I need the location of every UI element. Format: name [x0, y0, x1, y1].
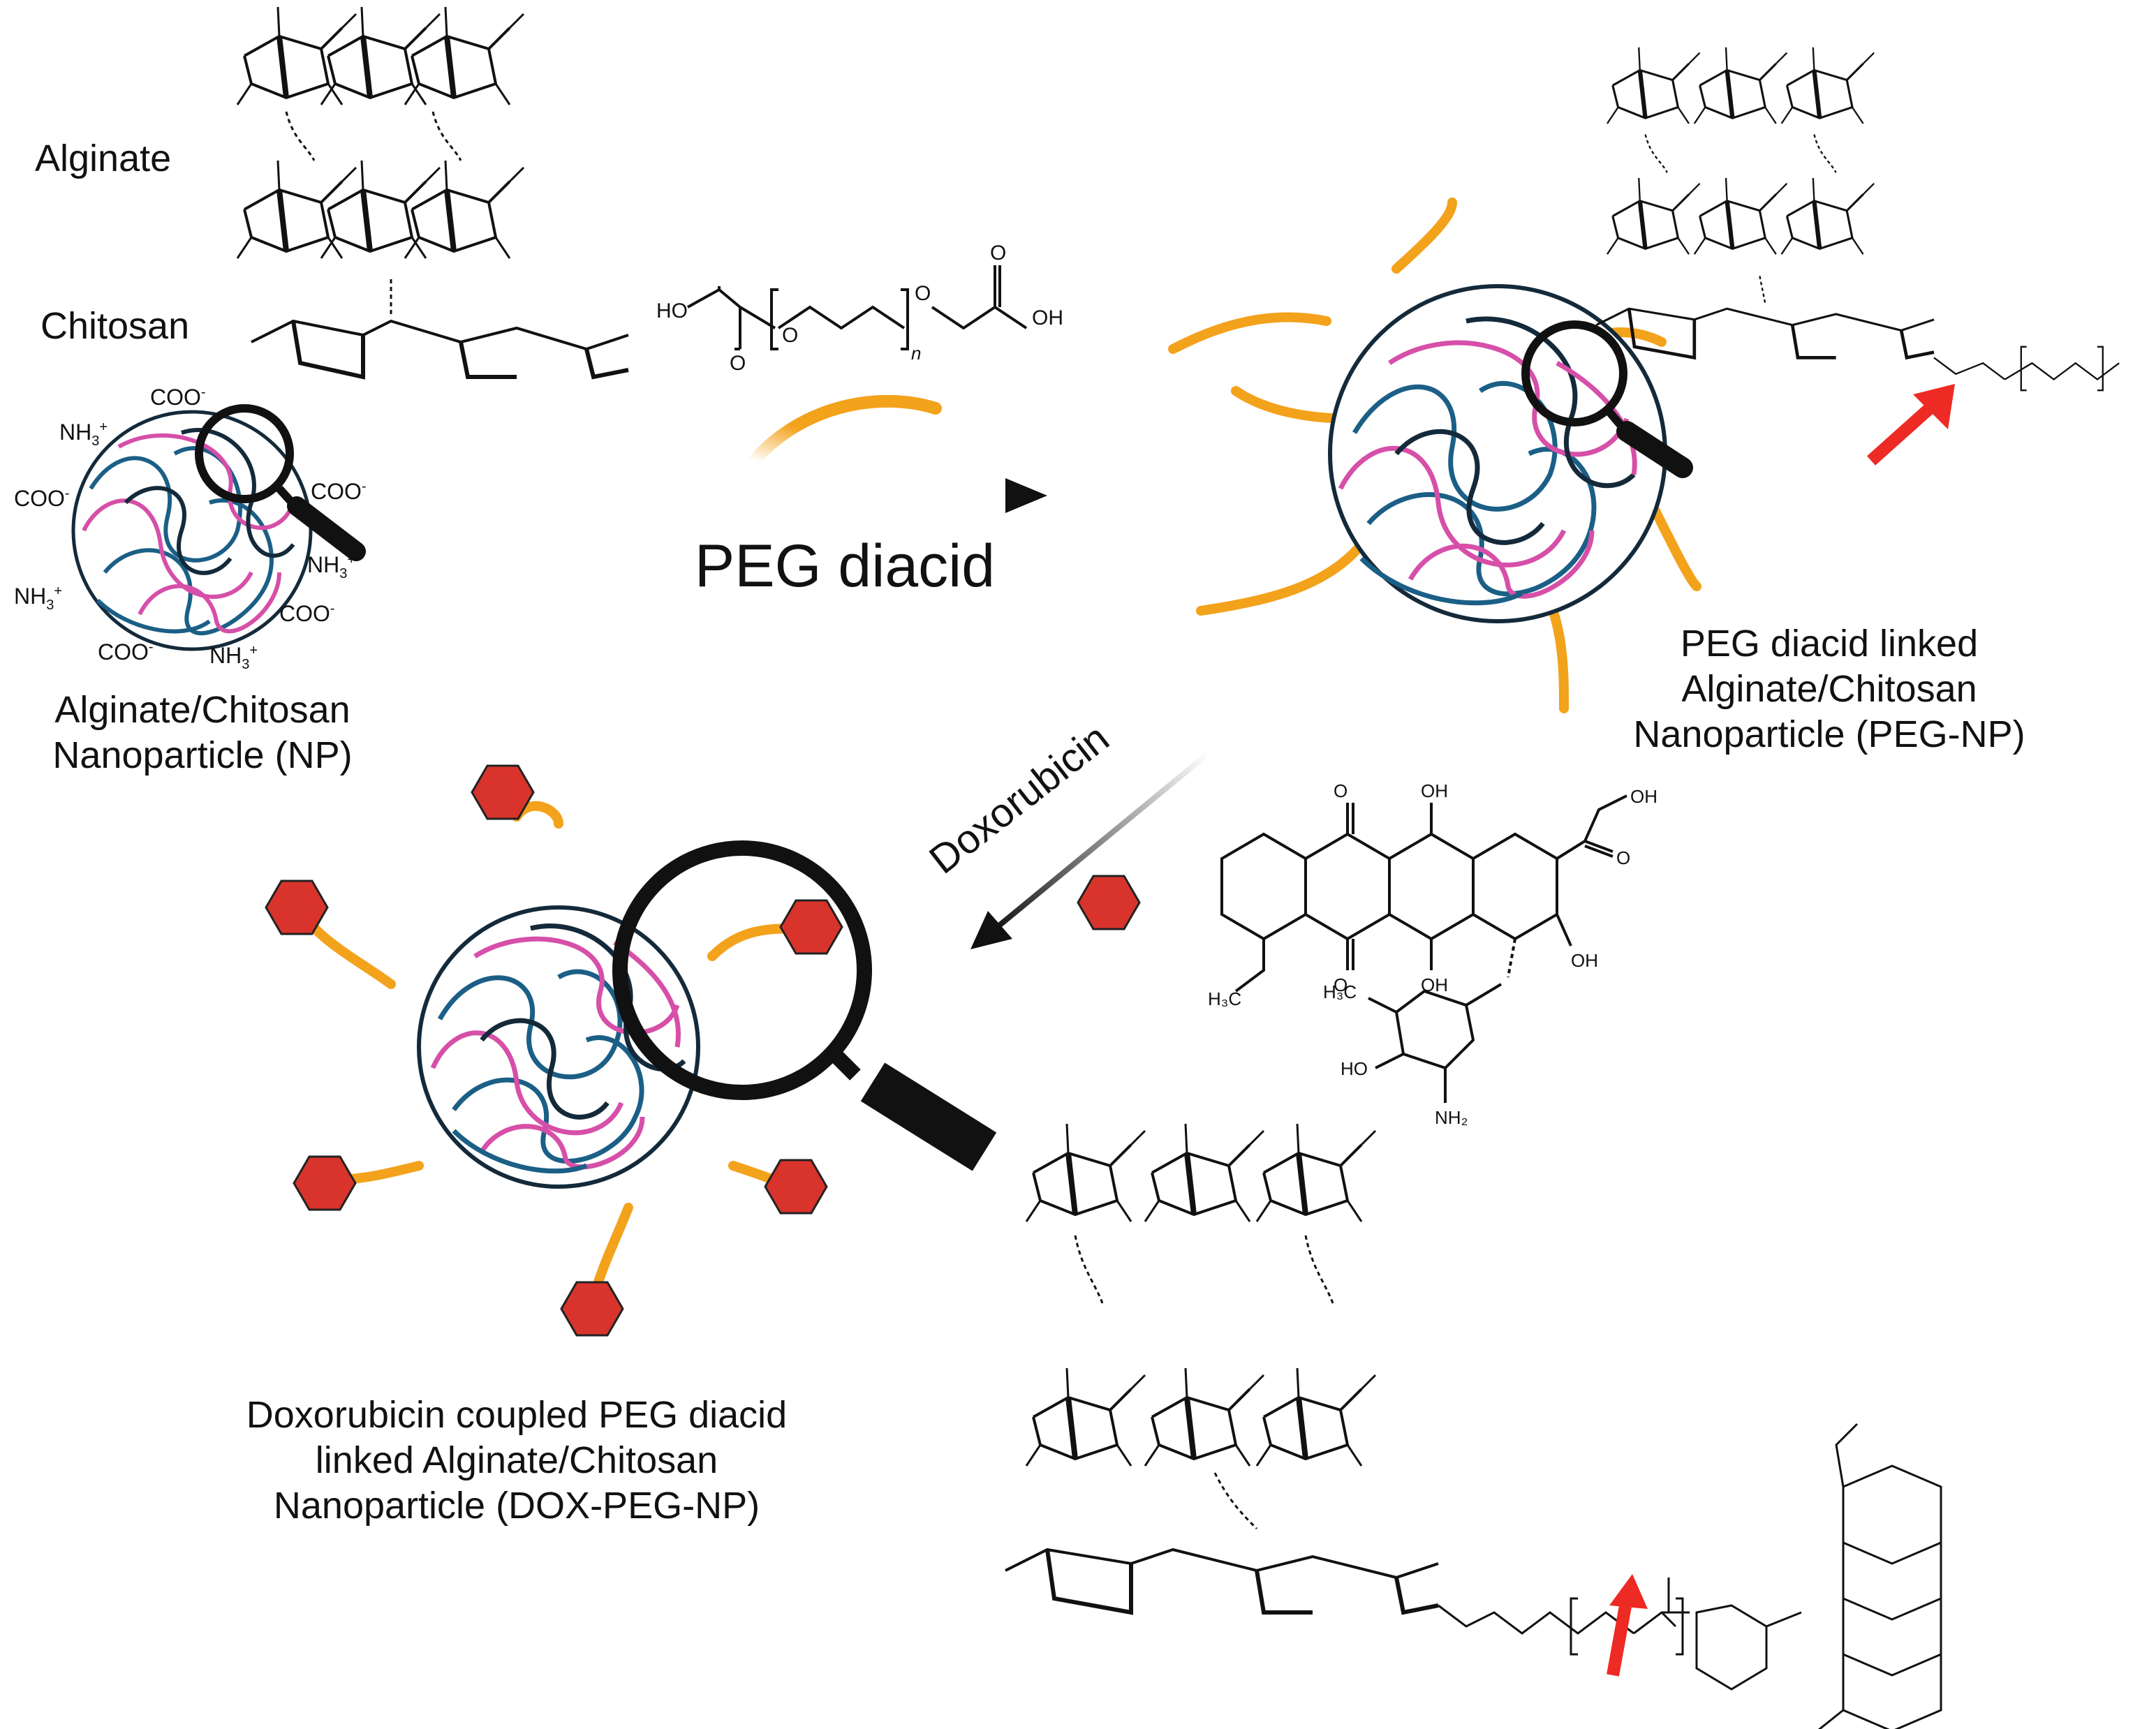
svg-text:O: O	[1616, 847, 1630, 868]
np-label-line1: Alginate/Chitosan	[54, 689, 350, 731]
dox-peg-np-label: Doxorubicin coupled PEG diacid linked Al…	[209, 1393, 824, 1528]
dox-peg-structure	[1005, 1124, 1942, 1729]
dox-peg-np-label-line1: Doxorubicin coupled PEG diacid	[246, 1394, 788, 1436]
svg-text:OH: OH	[1421, 974, 1448, 995]
peg-np-label-line2: Alginate/Chitosan	[1681, 667, 1977, 710]
svg-text:OH: OH	[1032, 306, 1063, 329]
svg-text:NH3+: NH3+	[209, 643, 258, 672]
peg-diacid-step-label: PEG diacid	[694, 533, 996, 600]
dox-peg-np-label-line2: linked Alginate/Chitosan	[315, 1439, 718, 1481]
svg-text:HO: HO	[1341, 1058, 1368, 1079]
dox-peg-nanoparticle	[265, 764, 997, 1337]
svg-text:HO: HO	[656, 299, 688, 322]
nanoparticle-np	[71, 404, 366, 651]
red-arrow-amide-peg	[1866, 384, 1955, 466]
alginate-label: Alginate	[35, 138, 172, 179]
doxorubicin-icon-small	[1077, 875, 1141, 930]
svg-text:O: O	[915, 282, 931, 305]
svg-text:COO-: COO-	[311, 479, 367, 504]
reaction-arrow-doxorubicin	[970, 751, 1210, 949]
peg-nanoparticle	[1168, 198, 1701, 713]
peg-linked-structure	[1595, 47, 2120, 392]
svg-text:OH: OH	[1630, 786, 1657, 807]
np-label-line2: Nanoparticle (NP)	[52, 734, 353, 776]
svg-text:COO-: COO-	[98, 639, 154, 665]
peg-chain-icon	[748, 394, 942, 467]
svg-text:NH3+: NH3+	[307, 552, 355, 581]
svg-text:COO-: COO-	[279, 601, 335, 626]
svg-text:OH: OH	[1421, 780, 1448, 801]
svg-text:H₃C: H₃C	[1323, 981, 1357, 1002]
dox-peg-np-label-line3: Nanoparticle (DOX-PEG-NP)	[273, 1484, 760, 1527]
svg-text:n: n	[911, 343, 921, 364]
red-arrow-amide-dox	[1607, 1574, 1648, 1677]
svg-text:COO-: COO-	[150, 385, 206, 410]
svg-text:O: O	[782, 324, 798, 347]
chitosan-label: Chitosan	[40, 305, 190, 347]
peg-np-label-line3: Nanoparticle (PEG-NP)	[1633, 713, 2025, 755]
svg-text:NH₂: NH₂	[1435, 1107, 1468, 1128]
peg-diacid-formula: HO O O O O OH n	[656, 242, 1063, 375]
svg-text:COO-: COO-	[14, 486, 70, 511]
peg-np-label: PEG diacid linked Alginate/Chitosan Nano…	[1578, 621, 2081, 757]
svg-text:NH3+: NH3+	[14, 584, 62, 613]
svg-text:O: O	[990, 242, 1006, 265]
np-label: Alginate/Chitosan Nanoparticle (NP)	[14, 688, 391, 778]
alginate-chitosan-structure-left	[237, 7, 629, 380]
svg-text:NH3+: NH3+	[59, 420, 108, 449]
svg-text:O: O	[730, 352, 746, 375]
svg-text:O: O	[1334, 974, 1348, 995]
doxorubicin-formula: O OH OH O OH O OH H₃C H₃C HO NH₂	[1208, 780, 1657, 1128]
svg-text:O: O	[1334, 780, 1348, 801]
peg-np-label-line1: PEG diacid linked	[1680, 623, 1979, 665]
reaction-arrow-peg	[642, 478, 1047, 513]
np-charges: COO- NH3+ COO- COO- NH3+ NH3+ COO- COO- …	[14, 385, 367, 672]
svg-text:H₃C: H₃C	[1208, 988, 1241, 1009]
svg-text:OH: OH	[1571, 950, 1598, 971]
